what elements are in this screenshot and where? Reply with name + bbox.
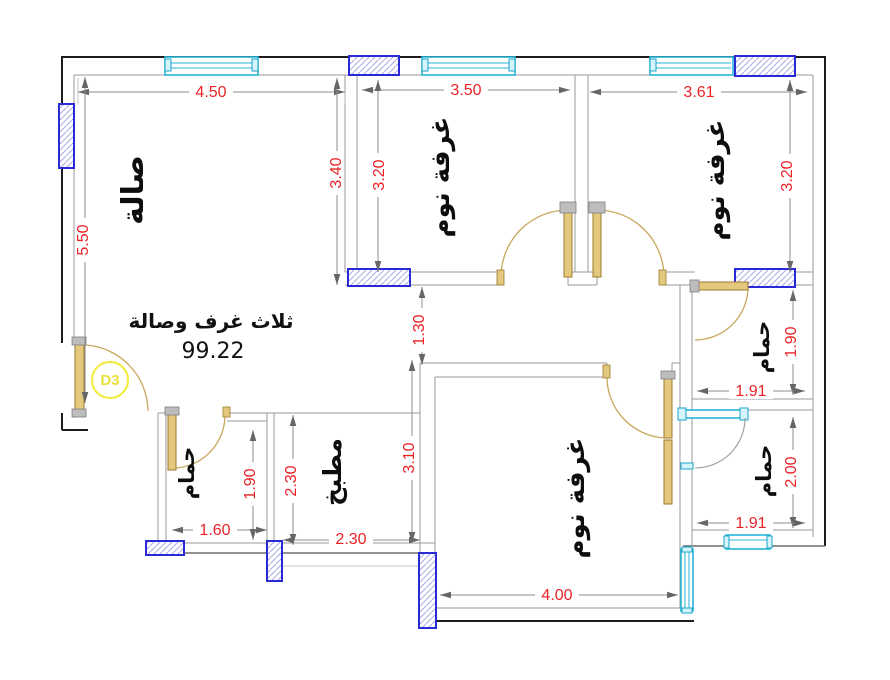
dim-bath1-width: 1.91 [697,383,805,400]
dim-bath3-height: 1.90 [242,430,259,540]
svg-text:2.00: 2.00 [783,456,800,487]
plan-annotations: ثلاث غرف وصالة 99.22 D3 [90,309,294,400]
dim-kitchen-width: 2.30 [283,531,420,548]
label-living: صالة [116,155,151,225]
column-bottom-mid [266,540,283,582]
dim-bed1-outer-height: 3.40 [328,78,345,285]
svg-text:1.30: 1.30 [411,314,428,345]
svg-text:5.50: 5.50 [75,224,92,255]
entrance-door [58,336,149,418]
svg-text:1.91: 1.91 [735,383,766,400]
column-top-2 [734,55,796,77]
label-bedroom3: غرفة نوم [561,438,591,559]
svg-text:3.10: 3.10 [401,442,418,473]
windows [164,56,773,614]
door-tag-label: D3 [100,372,119,389]
dim-hall-height: 1.30 [411,287,428,365]
plan-summary-text: ثلاث غرف وصالة [129,309,294,333]
svg-text:1.90: 1.90 [242,468,259,499]
label-bath1: حمام [750,321,774,374]
column-corridor-right [734,268,796,288]
dim-bath2-height: 2.00 [783,417,800,528]
door-tag-d3: D3 [90,360,130,400]
column-bottom-left [145,540,185,556]
structural-columns [58,55,796,629]
column-entrance [418,552,437,629]
window-bedroom2-top [649,56,734,76]
dim-bed2-height: 3.20 [779,80,796,272]
label-kitchen: مطبخ [318,438,348,506]
dim-bed2-width: 3.61 [590,84,807,101]
svg-text:3.20: 3.20 [371,159,388,190]
dim-bed1-height: 3.20 [371,80,388,272]
dim-bath1-height: 1.90 [783,290,800,395]
svg-text:2.30: 2.30 [335,531,366,548]
svg-text:1.91: 1.91 [735,515,766,532]
svg-text:4.00: 4.00 [541,587,572,604]
bedroom1-door [496,201,577,286]
dim-living-width: 4.50 [77,78,346,104]
column-corridor-left [347,268,411,287]
svg-text:1.60: 1.60 [199,522,230,539]
svg-text:1.90: 1.90 [783,326,800,357]
column-top-1 [348,55,400,76]
dim-kitchen-depth: 2.30 [283,415,300,545]
hall-door-leaf [663,439,673,505]
label-bath3: حمام [175,447,199,500]
label-bedroom2: غرفة نوم [701,120,731,241]
bath1-door [689,279,749,341]
window-living-top [164,56,259,76]
column-left-wall [58,103,75,169]
label-bedroom1: غرفة نوم [426,117,456,238]
window-bedroom1-top [421,56,516,76]
doors [58,201,749,505]
svg-text:3.61: 3.61 [683,84,714,101]
svg-text:2.30: 2.30 [283,465,300,496]
window-step-side [680,546,694,614]
dim-bed3-height: 3.10 [401,360,418,543]
bedroom2-door [588,201,667,286]
svg-text:3.20: 3.20 [779,160,796,191]
dim-bath2-width: 1.91 [697,515,805,532]
room-labels: صالة غرفة نوم غرفة نوم غرفة نوم حمام حما… [116,117,776,559]
bath2-door [677,407,749,470]
dimension-annotations: 4.50 3.50 3.61 5.50 3.40 [75,77,807,604]
bedroom3-door [602,364,676,439]
label-bath2: حمام [752,445,776,498]
dim-living-height: 5.50 [75,77,92,403]
plan-area-value: 99.22 [182,339,245,364]
dim-bed3-width: 4.00 [440,587,678,604]
svg-text:4.50: 4.50 [195,84,226,101]
bath3-door [164,406,673,505]
svg-text:3.50: 3.50 [450,82,481,99]
dim-bed1-width: 3.50 [362,82,570,99]
window-bath2-bottom [723,534,773,550]
svg-text:3.40: 3.40 [328,157,345,188]
